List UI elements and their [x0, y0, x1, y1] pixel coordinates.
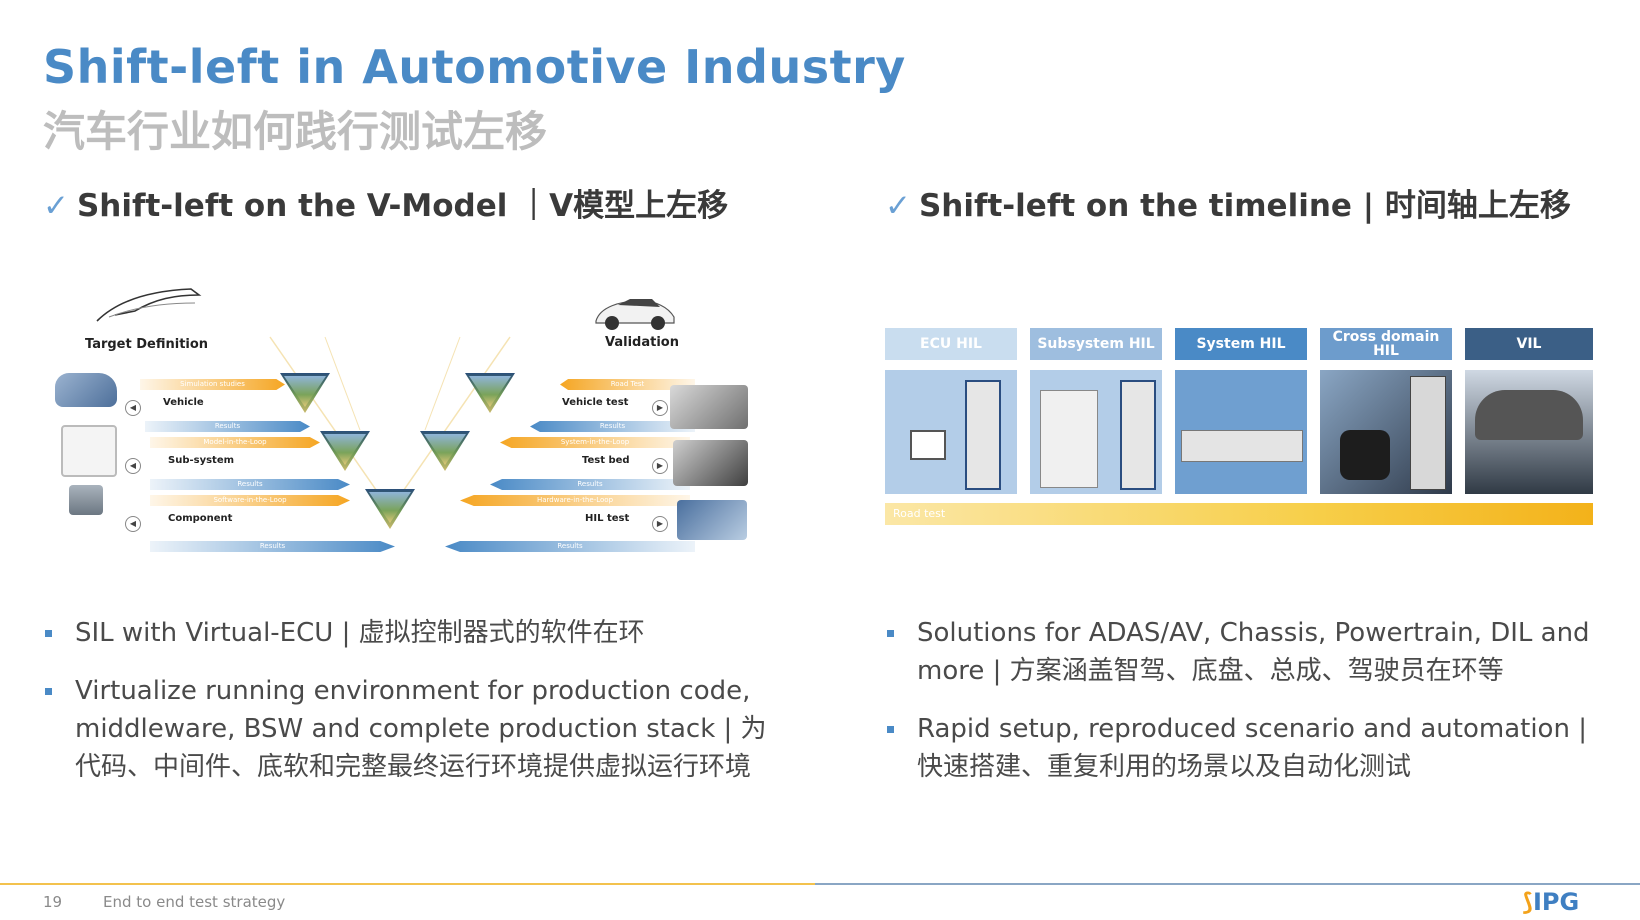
vehicle-label: Vehicle	[163, 397, 204, 408]
system-hil-photo	[1175, 370, 1307, 494]
stage-system-hil: System HIL	[1175, 328, 1307, 360]
play-right-icon: ▶	[652, 458, 668, 474]
stage-ecu-hil: ECU HIL	[885, 328, 1017, 360]
footer-divider	[0, 883, 815, 885]
simulation-studies-arrow: Simulation studies	[140, 379, 285, 390]
left-heading: ✓Shift-left on the V-Model ｜V模型上左移	[43, 188, 729, 224]
ipg-logo-icon: ⟆	[1522, 888, 1533, 916]
road-test-arrow: Road Test	[560, 379, 695, 390]
play-left-icon: ◀	[125, 400, 141, 416]
vehicle-photo	[55, 373, 117, 407]
subsystem-hil-photo	[1030, 370, 1162, 494]
results-arrow: Results	[150, 479, 350, 490]
road-test-bar: Road test	[885, 503, 1593, 525]
results-arrow: Results	[145, 421, 310, 432]
hil-test-label: HIL test	[585, 513, 630, 524]
system-in-the-loop-arrow: System-in-the-Loop	[500, 437, 690, 448]
check-icon: ✓	[43, 188, 69, 224]
play-right-icon: ▶	[652, 516, 668, 532]
results-arrow: Results	[445, 541, 695, 552]
bullet-item: SIL with Virtual-ECU | 虚拟控制器式的软件在环	[43, 614, 773, 652]
subsystem-photo	[61, 425, 117, 477]
validation-label: Validation	[605, 335, 679, 350]
bullet-item: Solutions for ADAS/AV, Chassis, Powertra…	[885, 614, 1595, 690]
slide-title: Shift-left in Automotive Industry	[43, 40, 906, 94]
right-bullets: Solutions for ADAS/AV, Chassis, Powertra…	[885, 614, 1595, 806]
vil-photo	[1465, 370, 1593, 494]
cross-domain-hil-photo	[1320, 370, 1452, 494]
play-left-icon: ◀	[125, 458, 141, 474]
bullet-item: Virtualize running environment for produ…	[43, 672, 773, 786]
ipg-logo: ⟆IPG	[1522, 888, 1580, 916]
play-right-icon: ▶	[652, 400, 668, 416]
hardware-in-the-loop-arrow: Hardware-in-the-Loop	[460, 495, 690, 506]
page-number: 19	[43, 893, 63, 911]
software-in-the-loop-arrow: Software-in-the-Loop	[150, 495, 350, 506]
results-arrow: Results	[530, 421, 695, 432]
hil-test-photo	[677, 500, 747, 540]
car-icon	[595, 299, 675, 330]
bullet-item: Rapid setup, reproduced scenario and aut…	[885, 710, 1595, 786]
model-in-the-loop-arrow: Model-in-the-Loop	[150, 437, 320, 448]
vehicle-test-label: Vehicle test	[562, 397, 629, 408]
slide-subtitle: 汽车行业如何践行测试左移	[43, 107, 548, 156]
stage-subsystem-hil: Subsystem HIL	[1030, 328, 1162, 360]
target-definition-label: Target Definition	[85, 337, 209, 352]
footer-divider	[815, 883, 1640, 885]
results-arrow: Results	[490, 479, 690, 490]
footer-text: End to end test strategy	[103, 893, 286, 911]
v-model-diagram: Target Definition Validation ◀ ◀ ◀ Vehic…	[55, 285, 755, 555]
component-photo	[69, 485, 103, 515]
check-icon: ✓	[885, 188, 911, 224]
left-bullets: SIL with Virtual-ECU | 虚拟控制器式的软件在环 Virtu…	[43, 614, 773, 806]
car-outline-icon	[96, 288, 202, 322]
results-arrow: Results	[150, 541, 395, 552]
test-bed-photo	[673, 440, 748, 486]
stage-cross-domain-hil: Cross domain HIL	[1320, 328, 1452, 360]
v-lines	[269, 336, 511, 511]
ecu-hil-photo	[885, 370, 1017, 494]
subsystem-label: Sub-system	[168, 455, 235, 466]
vehicle-test-photo	[670, 385, 748, 429]
play-left-icon: ◀	[125, 516, 141, 532]
right-heading: ✓Shift-left on the timeline | 时间轴上左移	[885, 188, 1571, 224]
test-bed-label: Test bed	[582, 455, 630, 466]
stage-vil: VIL	[1465, 328, 1593, 360]
component-label: Component	[168, 513, 233, 524]
timeline-panel: ECU HIL Subsystem HIL System HIL Cross d…	[885, 328, 1593, 528]
